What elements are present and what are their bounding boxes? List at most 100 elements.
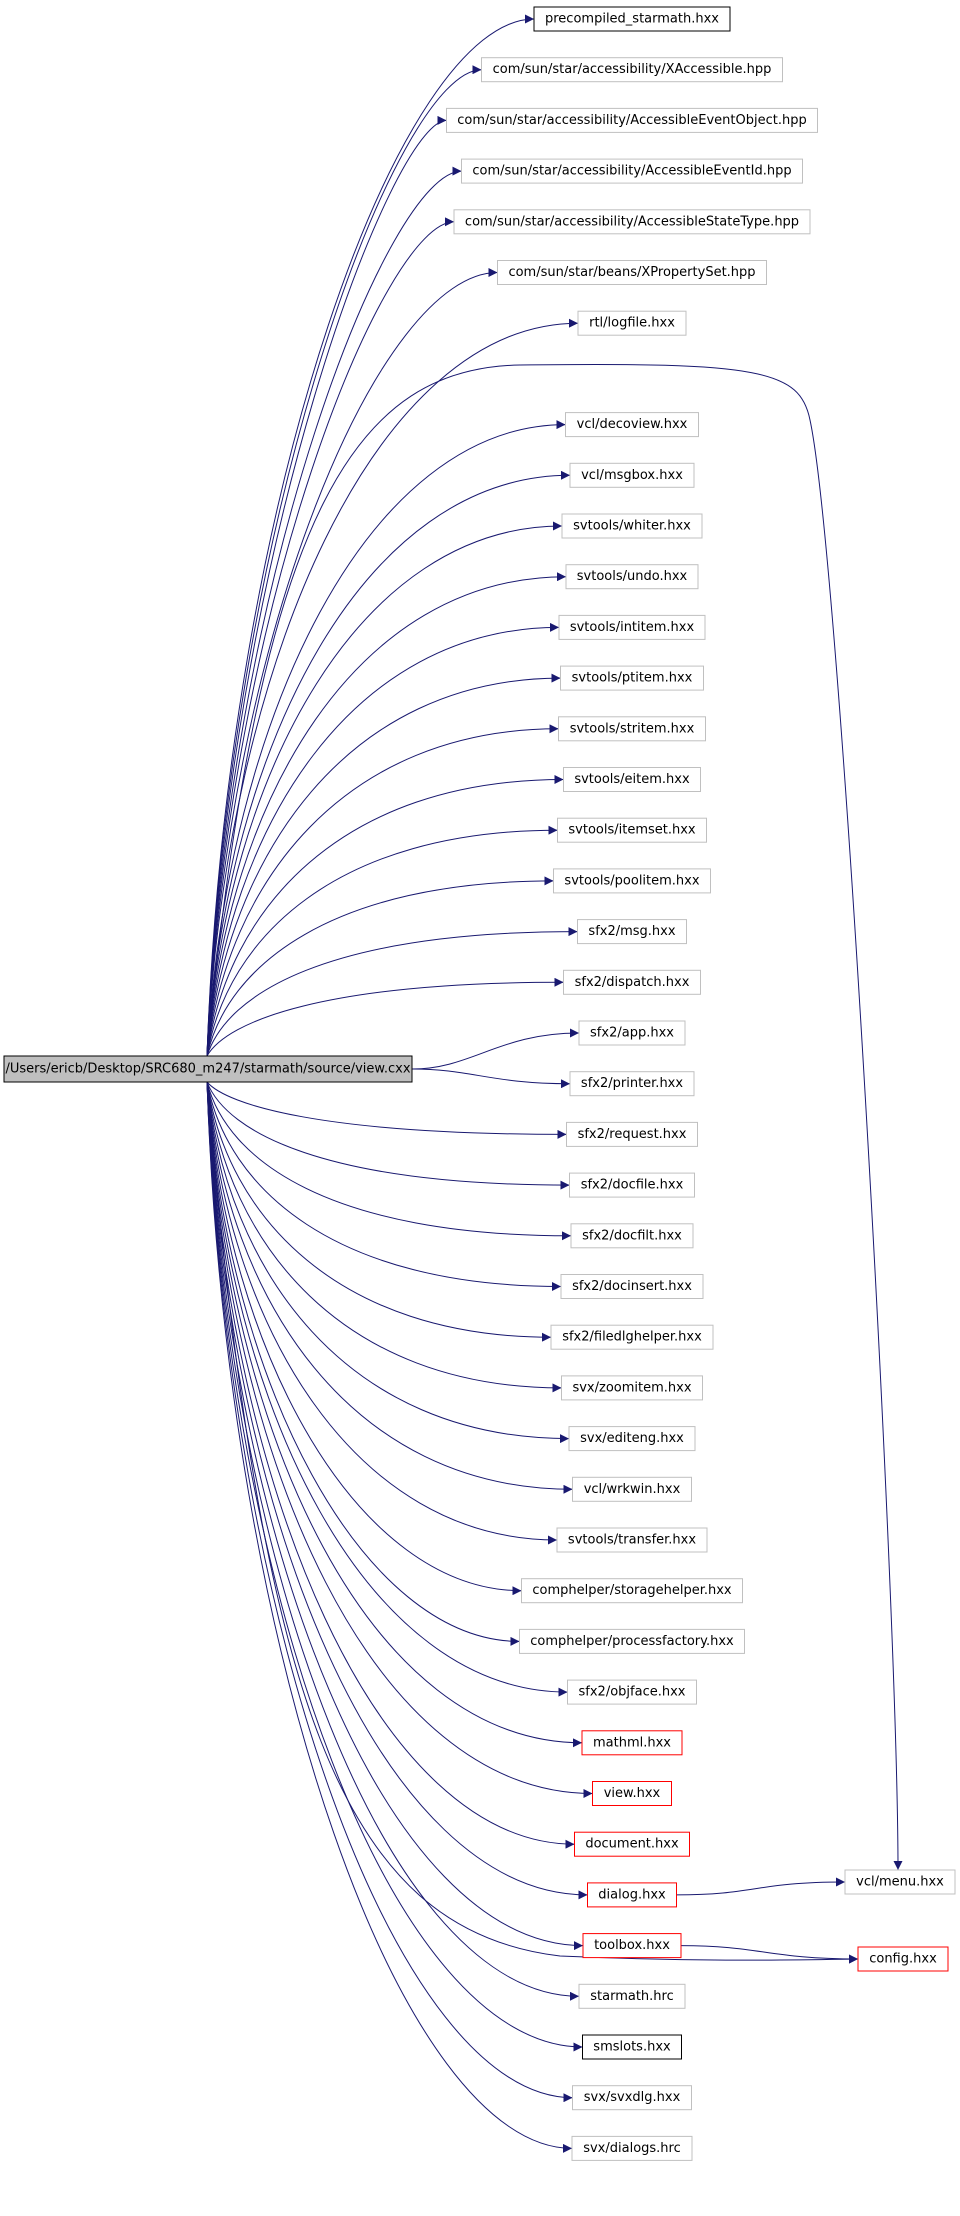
edge-src-n35	[206, 1081, 593, 1798]
node-box	[565, 412, 699, 438]
edge-src-n18	[206, 927, 578, 1057]
node-box	[577, 310, 687, 336]
node-n32[interactable]: comphelper/processfactory.hxx	[519, 1628, 745, 1654]
node-label: svx/zoomitem.hxx	[572, 1380, 691, 1395]
node-n27[interactable]: svx/zoomitem.hxx	[561, 1375, 703, 1401]
node-n35[interactable]: view.hxx	[592, 1781, 672, 1806]
node-box	[577, 919, 687, 945]
node-n13[interactable]: svtools/ptitem.hxx	[560, 665, 704, 691]
edge-n38-n44	[680, 1945, 859, 1964]
node-box	[553, 868, 711, 894]
node-label: smslots.hxx	[593, 2040, 671, 2055]
node-label: sfx2/request.hxx	[578, 1127, 687, 1142]
node-box	[568, 1426, 696, 1452]
node-label: com/sun/star/accessibility/AccessibleSta…	[465, 214, 799, 229]
node-n24[interactable]: sfx2/docfilt.hxx	[570, 1223, 694, 1249]
node-box	[569, 1071, 695, 1097]
node-n39[interactable]: starmath.hrc	[578, 1983, 686, 2009]
edge-src-n34	[206, 1081, 583, 1748]
node-box	[481, 57, 783, 83]
node-box	[563, 767, 701, 792]
node-n17[interactable]: svtools/poolitem.hxx	[553, 868, 711, 894]
node-n22[interactable]: sfx2/request.hxx	[566, 1121, 698, 1147]
node-box	[556, 1527, 708, 1553]
node-box	[497, 260, 767, 285]
node-n11[interactable]: svtools/undo.hxx	[565, 564, 699, 590]
node-n3[interactable]: com/sun/star/accessibility/AccessibleEve…	[446, 107, 818, 133]
source-file-node[interactable]: /Users/ericb/Desktop/SRC680_m247/starmat…	[3, 1055, 413, 1083]
source-file-box	[3, 1055, 413, 1083]
node-n5[interactable]: com/sun/star/accessibility/AccessibleSta…	[453, 209, 811, 235]
node-n6[interactable]: com/sun/star/beans/XPropertySet.hpp	[497, 260, 767, 285]
node-box	[582, 1933, 682, 1959]
node-n42[interactable]: svx/dialogs.hrc	[571, 2135, 693, 2161]
edge-src-n42	[206, 1081, 573, 2153]
node-n43[interactable]: vcl/menu.hxx	[844, 1869, 956, 1895]
node-n37[interactable]: dialog.hxx	[587, 1882, 677, 1908]
node-label: svx/dialogs.hrc	[583, 2141, 681, 2156]
node-label: svtools/transfer.hxx	[568, 1533, 696, 1548]
node-n8[interactable]: vcl/decoview.hxx	[565, 412, 699, 438]
node-n12[interactable]: svtools/intitem.hxx	[558, 614, 706, 640]
node-label: sfx2/docinsert.hxx	[572, 1279, 692, 1294]
node-n26[interactable]: sfx2/filedlghelper.hxx	[550, 1324, 714, 1350]
node-n20[interactable]: sfx2/app.hxx	[578, 1020, 686, 1046]
node-box	[569, 1172, 695, 1198]
node-n4[interactable]: com/sun/star/accessibility/AccessibleEve…	[461, 158, 803, 184]
node-box	[578, 1983, 686, 2009]
nodes-layer: /Users/ericb/Desktop/SRC680_m247/starmat…	[3, 6, 956, 2161]
node-n41[interactable]: svx/svxdlg.hxx	[572, 2085, 692, 2111]
edge-src-n10	[206, 521, 563, 1057]
node-label: svtools/whiter.hxx	[573, 519, 691, 534]
edge-src-n9	[206, 470, 571, 1057]
node-label: com/sun/star/accessibility/AccessibleEve…	[457, 113, 806, 128]
node-box	[582, 2034, 682, 2060]
edge-src-n27	[206, 1081, 562, 1393]
node-n16[interactable]: svtools/itemset.hxx	[557, 817, 707, 843]
node-n31[interactable]: comphelper/storagehelper.hxx	[521, 1578, 743, 1604]
node-box	[561, 1375, 703, 1401]
node-label: mathml.hxx	[593, 1735, 671, 1750]
node-n23[interactable]: sfx2/docfile.hxx	[569, 1172, 695, 1198]
node-box	[571, 2135, 693, 2161]
node-n7[interactable]: rtl/logfile.hxx	[577, 310, 687, 336]
node-n38[interactable]: toolbox.hxx	[582, 1933, 682, 1959]
node-label: svtools/poolitem.hxx	[564, 873, 699, 888]
edge-src-n41	[206, 1081, 573, 2103]
edge-src-n31	[206, 1081, 522, 1596]
node-label: svx/svxdlg.hxx	[584, 2090, 681, 2105]
edge-src-n25	[206, 1081, 562, 1291]
node-n10[interactable]: svtools/whiter.hxx	[561, 513, 703, 539]
node-box	[446, 107, 818, 133]
node-n40[interactable]: smslots.hxx	[582, 2034, 682, 2060]
node-n28[interactable]: svx/editeng.hxx	[568, 1426, 696, 1452]
edge-src-n8	[206, 420, 566, 1057]
node-n34[interactable]: mathml.hxx	[581, 1730, 683, 1756]
node-box	[561, 513, 703, 539]
node-n21[interactable]: sfx2/printer.hxx	[569, 1071, 695, 1097]
node-n36[interactable]: document.hxx	[574, 1831, 690, 1857]
node-label: sfx2/docfilt.hxx	[582, 1228, 682, 1243]
node-n9[interactable]: vcl/msgbox.hxx	[569, 462, 695, 488]
node-n44[interactable]: config.hxx	[857, 1946, 949, 1972]
node-box	[560, 1274, 704, 1299]
node-n15[interactable]: svtools/eitem.hxx	[563, 767, 701, 792]
edge-src-n20	[411, 1028, 580, 1070]
node-n18[interactable]: sfx2/msg.hxx	[577, 919, 687, 945]
node-n19[interactable]: sfx2/dispatch.hxx	[563, 969, 701, 995]
node-n33[interactable]: sfx2/objface.hxx	[567, 1679, 697, 1705]
edge-src-n11	[206, 572, 567, 1057]
node-n25[interactable]: sfx2/docinsert.hxx	[560, 1274, 704, 1299]
node-box	[565, 564, 699, 590]
edge-src-n30	[206, 1081, 558, 1545]
edge-src-n22	[206, 1081, 567, 1139]
node-label: sfx2/app.hxx	[590, 1026, 674, 1041]
node-n30[interactable]: svtools/transfer.hxx	[556, 1527, 708, 1553]
node-n2[interactable]: com/sun/star/accessibility/XAccessible.h…	[481, 57, 783, 83]
node-n1[interactable]: precompiled_starmath.hxx	[533, 6, 731, 32]
edge-src-n13	[206, 673, 561, 1057]
node-n14[interactable]: svtools/stritem.hxx	[558, 716, 706, 742]
node-box	[557, 817, 707, 843]
edge-src-n39	[206, 1081, 580, 2001]
node-n29[interactable]: vcl/wrkwin.hxx	[572, 1476, 692, 1502]
